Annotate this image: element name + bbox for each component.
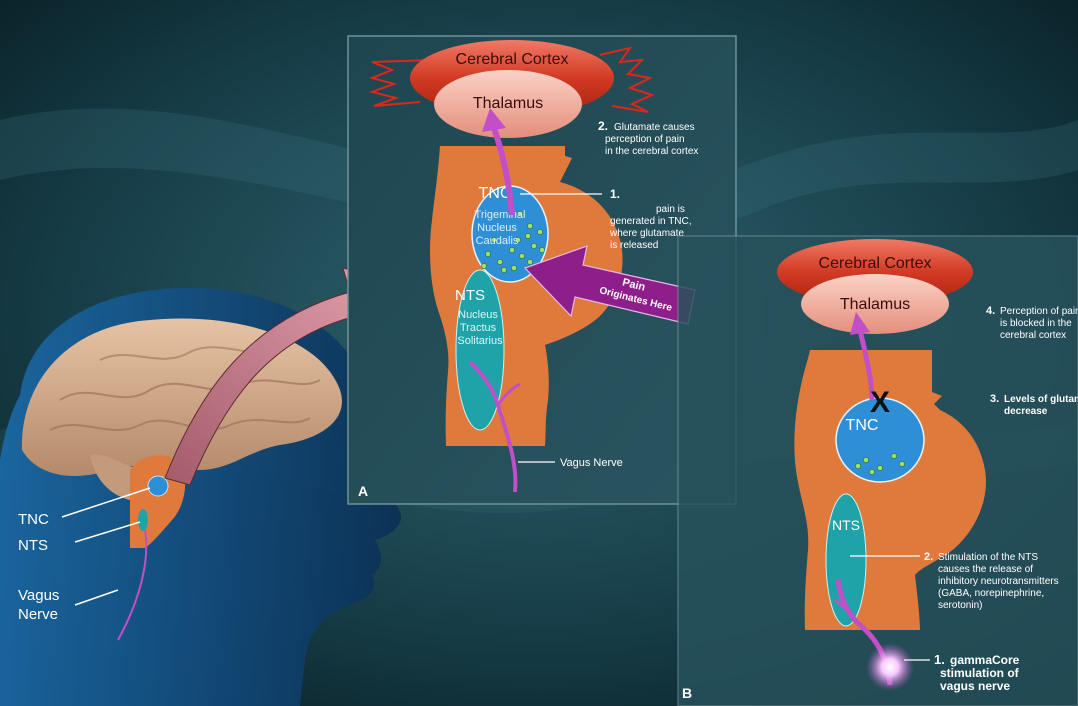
panel-a-note2-line3: in the cerebral cortex bbox=[605, 146, 698, 157]
panel-a-nts-sub-1: Nucleus bbox=[458, 309, 498, 321]
glutamate-dot bbox=[531, 243, 536, 248]
head-label-vagus: Vagus bbox=[18, 587, 59, 604]
panel-b-note4-line2: is blocked in the bbox=[1000, 318, 1072, 329]
panel-b: Cerebral Cortex Thalamus TNC NTS X 4. Pe… bbox=[678, 236, 1078, 706]
glutamate-dot bbox=[527, 223, 532, 228]
panel-a-note2-line2: perception of pain bbox=[605, 134, 685, 145]
panel-b-note2-num: 2. bbox=[924, 551, 933, 563]
panel-b-note1-line1: gammaCore bbox=[950, 653, 1020, 667]
panel-b-note2-line2: causes the release of bbox=[938, 564, 1033, 575]
glutamate-dot bbox=[501, 267, 506, 272]
panel-b-note3-num: 3. bbox=[990, 393, 999, 405]
panel-a-tnc-sub-1: Trigeminal bbox=[475, 209, 526, 221]
panel-b-note3-line1: Levels of glutamate bbox=[1004, 394, 1078, 405]
glutamate-dot bbox=[519, 253, 524, 258]
panel-b-note2-line5: serotonin) bbox=[938, 600, 982, 611]
panel-b-note1-line2: stimulation of bbox=[940, 666, 1020, 680]
glutamate-dot bbox=[527, 259, 532, 264]
panel-a-vagus-label: Vagus Nerve bbox=[560, 457, 623, 469]
glutamate-dot bbox=[511, 265, 516, 270]
panel-b-note1-num: 1. bbox=[934, 652, 945, 667]
panel-b-note3-line2: decrease bbox=[1004, 406, 1048, 417]
panel-b-note4-num: 4. bbox=[986, 305, 995, 317]
panel-b-note4-line1: Perception of pain bbox=[1000, 306, 1078, 317]
panel-b-note4-line3: cerebral cortex bbox=[1000, 330, 1066, 341]
panel-a-tnc-sub-2: Nucleus bbox=[477, 222, 517, 234]
glutamate-dot bbox=[481, 263, 486, 268]
panel-b-thalamus-label: Thalamus bbox=[840, 296, 910, 313]
panel-b-cortex-label: Cerebral Cortex bbox=[819, 255, 932, 272]
panel-a-nts-title: NTS bbox=[455, 287, 485, 304]
panel-a-note1-num: 1. bbox=[610, 187, 620, 201]
glutamate-dot bbox=[525, 233, 530, 238]
glutamate-dot bbox=[899, 461, 904, 466]
head-label-nts: NTS bbox=[18, 537, 48, 554]
panel-a-note2-line1: Glutamate causes bbox=[614, 122, 695, 133]
glutamate-dot bbox=[891, 453, 896, 458]
panel-a-letter: A bbox=[358, 483, 368, 499]
panel-b-note2-line1: Stimulation of the NTS bbox=[938, 552, 1038, 563]
glutamate-dot bbox=[485, 251, 490, 256]
panel-b-letter: B bbox=[682, 685, 692, 701]
glutamate-dot bbox=[509, 247, 514, 252]
panel-a-note1-line3: where glutamate bbox=[609, 228, 684, 239]
panel-a-cortex-label: Cerebral Cortex bbox=[456, 51, 569, 68]
glutamate-dot bbox=[539, 247, 544, 252]
glutamate-dot bbox=[537, 229, 542, 234]
mini-nts bbox=[138, 509, 148, 531]
block-x-mark: X bbox=[870, 386, 890, 419]
mini-tnc bbox=[148, 476, 168, 496]
glutamate-dot bbox=[855, 463, 860, 468]
glutamate-dot bbox=[863, 457, 868, 462]
panel-a-note1-line1: pain is bbox=[656, 204, 685, 215]
head-label-nerve: Nerve bbox=[18, 606, 58, 623]
panel-b-note2-line3: inhibitory neurotransmitters bbox=[938, 576, 1059, 587]
panel-a-nts-sub-2: Tractus bbox=[460, 322, 497, 334]
panel-b-note1-line3: vagus nerve bbox=[940, 679, 1010, 693]
panel-a-note1-line2: generated in TNC, bbox=[610, 216, 692, 227]
panel-b-note2-line4: (GABA, norepinephrine, bbox=[938, 588, 1044, 599]
panel-b-nts-title: NTS bbox=[832, 517, 860, 533]
panel-b-tnc-title: TNC bbox=[846, 417, 879, 434]
panel-a-note2-num: 2. bbox=[598, 119, 608, 133]
panel-a-nts-sub-3: Solitarius bbox=[457, 335, 503, 347]
panel-a-tnc-sub-3: Caudalis bbox=[476, 235, 519, 247]
head-label-tnc: TNC bbox=[18, 511, 49, 528]
panel-a-note1-line4: is released bbox=[610, 240, 658, 251]
panel-a-thalamus-label: Thalamus bbox=[473, 95, 543, 112]
stimulation-glow bbox=[866, 643, 914, 691]
glutamate-dot bbox=[497, 259, 502, 264]
glutamate-dot bbox=[877, 465, 882, 470]
glutamate-dot bbox=[869, 469, 874, 474]
